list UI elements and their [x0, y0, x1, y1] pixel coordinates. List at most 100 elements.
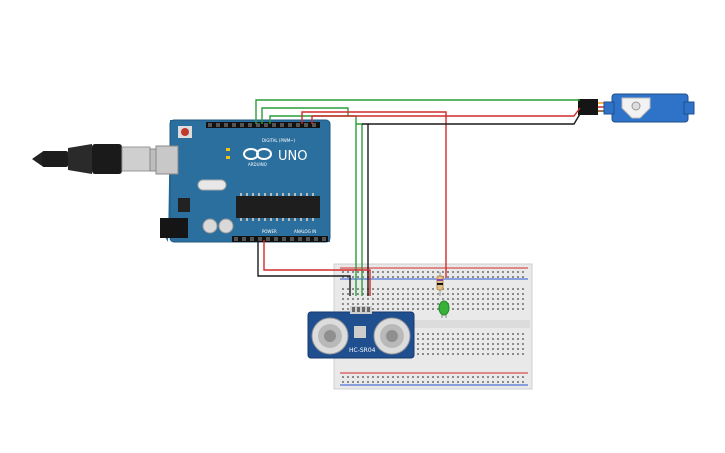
breadboard-hole [482, 288, 484, 290]
breadboard-hole [482, 303, 484, 305]
breadboard-hole [487, 353, 489, 355]
breadboard-hole [402, 288, 404, 290]
breadboard-hole [497, 276, 499, 278]
breadboard-hole [442, 348, 444, 350]
breadboard-hole [457, 298, 459, 300]
breadboard-hole [472, 293, 474, 295]
breadboard-hole [387, 288, 389, 290]
breadboard-hole [422, 348, 424, 350]
breadboard-hole [447, 333, 449, 335]
breadboard-hole [442, 293, 444, 295]
breadboard-hole [382, 303, 384, 305]
breadboard-hole [362, 276, 364, 278]
breadboard-hole [522, 303, 524, 305]
wire-sensor-gnd [362, 123, 369, 296]
breadboard-hole [362, 376, 364, 378]
breadboard-hole [407, 288, 409, 290]
servo-motor[interactable] [578, 93, 695, 123]
breadboard-hole [457, 276, 459, 278]
breadboard-hole [432, 308, 434, 310]
breadboard-hole [437, 298, 439, 300]
breadboard-hole [512, 308, 514, 310]
breadboard-hole [452, 288, 454, 290]
breadboard-hole [432, 333, 434, 335]
breadboard-hole [367, 381, 369, 383]
breadboard-hole [382, 288, 384, 290]
breadboard-hole [442, 381, 444, 383]
breadboard-hole [502, 353, 504, 355]
breadboard-hole [447, 348, 449, 350]
breadboard-hole [497, 293, 499, 295]
breadboard-hole [512, 271, 514, 273]
breadboard-hole [347, 298, 349, 300]
breadboard-hole [467, 343, 469, 345]
breadboard-hole [522, 276, 524, 278]
breadboard-hole [502, 276, 504, 278]
breadboard-hole [472, 303, 474, 305]
breadboard-hole [357, 298, 359, 300]
breadboard-hole [507, 276, 509, 278]
breadboard-hole [512, 303, 514, 305]
breadboard-hole [502, 348, 504, 350]
breadboard-hole [487, 381, 489, 383]
breadboard-hole [442, 376, 444, 378]
ultrasonic-sensor[interactable]: HC-SR04 [307, 306, 415, 359]
breadboard-hole [377, 308, 379, 310]
breadboard-hole [502, 308, 504, 310]
breadboard-hole [392, 308, 394, 310]
breadboard-hole [522, 288, 524, 290]
breadboard-hole [347, 288, 349, 290]
resistor[interactable] [436, 272, 444, 296]
breadboard-hole [467, 333, 469, 335]
breadboard-hole [392, 376, 394, 378]
led-component[interactable] [438, 300, 450, 318]
breadboard-hole [347, 308, 349, 310]
breadboard-hole [487, 271, 489, 273]
breadboard-hole [467, 293, 469, 295]
breadboard-hole [487, 333, 489, 335]
wire-servo-signal [255, 99, 580, 124]
breadboard-hole [462, 348, 464, 350]
breadboard-hole [437, 303, 439, 305]
breadboard-hole [412, 308, 414, 310]
breadboard-hole [442, 343, 444, 345]
breadboard-hole [377, 376, 379, 378]
breadboard-hole [522, 381, 524, 383]
breadboard-hole [482, 293, 484, 295]
breadboard-hole [417, 348, 419, 350]
breadboard-hole [357, 276, 359, 278]
breadboard-hole [452, 276, 454, 278]
breadboard-hole [487, 298, 489, 300]
breadboard-hole [492, 381, 494, 383]
breadboard-hole [397, 381, 399, 383]
breadboard-hole [397, 303, 399, 305]
breadboard-hole [437, 271, 439, 273]
breadboard-hole [342, 293, 344, 295]
breadboard-hole [522, 293, 524, 295]
breadboard-hole [447, 338, 449, 340]
breadboard-hole [507, 381, 509, 383]
breadboard-hole [477, 293, 479, 295]
breadboard-hole [427, 333, 429, 335]
breadboard-hole [417, 353, 419, 355]
arduino-uno-board[interactable]: UNO ARDUINO DIGITAL (PWM~) POWER ANALOG … [155, 119, 331, 243]
breadboard-hole [477, 381, 479, 383]
breadboard-hole [362, 381, 364, 383]
breadboard-hole [522, 308, 524, 310]
breadboard-hole [452, 303, 454, 305]
breadboard-hole [407, 303, 409, 305]
breadboard-hole [382, 276, 384, 278]
breadboard-hole [377, 288, 379, 290]
breadboard-hole [522, 333, 524, 335]
breadboard-hole [382, 271, 384, 273]
breadboard-hole [372, 303, 374, 305]
breadboard-hole [482, 376, 484, 378]
breadboard-hole [517, 276, 519, 278]
breadboard-hole [387, 271, 389, 273]
servo-connector [578, 99, 598, 115]
breadboard-hole [437, 308, 439, 310]
breadboard-hole [407, 308, 409, 310]
breadboard-hole [422, 308, 424, 310]
breadboard-hole [502, 293, 504, 295]
breadboard-hole [507, 288, 509, 290]
